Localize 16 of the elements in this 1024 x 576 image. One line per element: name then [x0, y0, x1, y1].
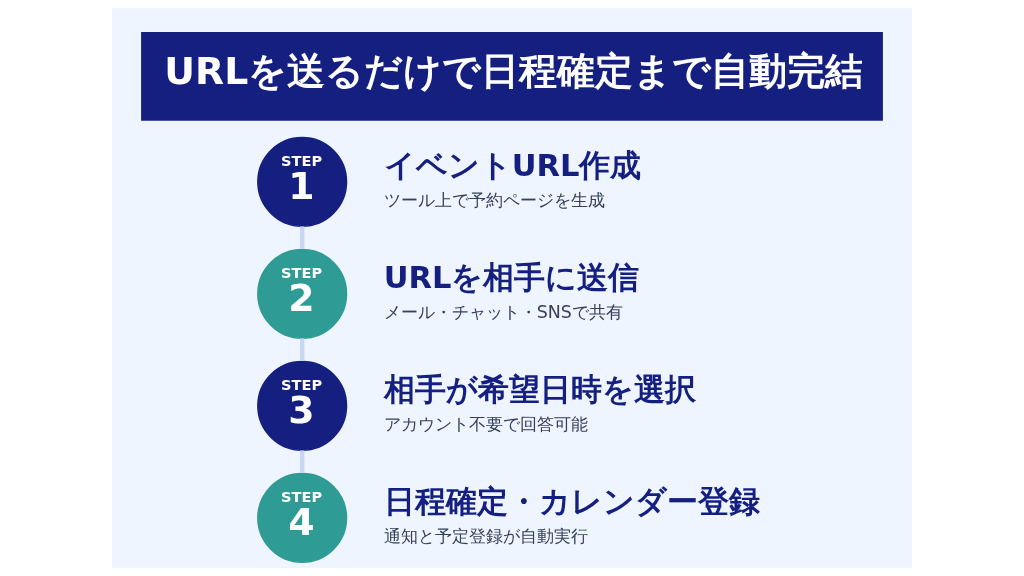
- node-label: URLを相手に送信: [383, 259, 640, 295]
- node-label: メール・チャット・SNSで共有: [383, 301, 623, 322]
- node-label: ツール上で予約ページを生成: [383, 189, 605, 210]
- node-circle: STEP 2: [257, 248, 348, 339]
- node-label: アカウント不要で回答可能: [383, 413, 588, 434]
- node-circle: STEP 1: [257, 136, 348, 227]
- node-label: 相手が希望日時を選択: [383, 371, 696, 407]
- node-label: 日程確定・カレンダー登録: [383, 483, 760, 519]
- node-circle: STEP 3: [257, 360, 348, 451]
- node-circle: STEP 4: [257, 472, 348, 563]
- connector: [300, 450, 305, 473]
- connector: [300, 226, 305, 249]
- node-label: 通知と予定登録が自動実行: [383, 525, 588, 546]
- connector: [300, 338, 305, 361]
- diagram-title: URLを送るだけで日程確定まで自動完結: [164, 49, 864, 94]
- node-label: イベントURL作成: [383, 147, 642, 183]
